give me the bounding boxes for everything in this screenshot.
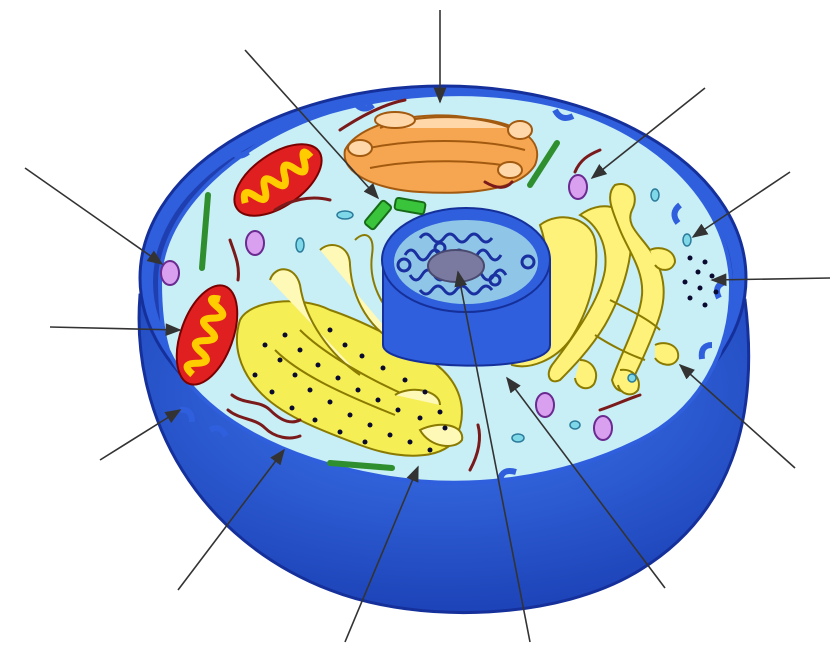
pointer-lysosome xyxy=(25,168,162,264)
nucleolus xyxy=(428,250,484,282)
nucleus xyxy=(382,208,550,366)
